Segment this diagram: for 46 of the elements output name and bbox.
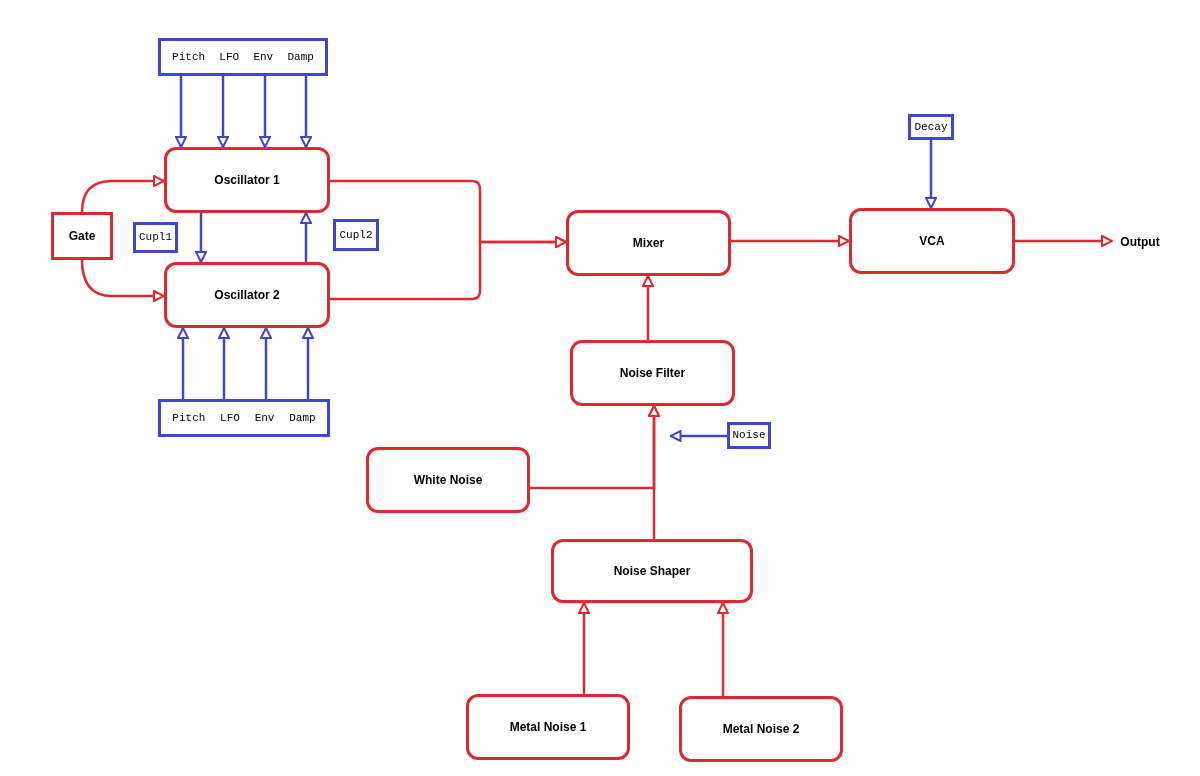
arrow bbox=[302, 327, 314, 399]
control-label: Damp bbox=[289, 410, 316, 426]
control-label: Pitch bbox=[172, 410, 206, 426]
block-box: Noise Shaper bbox=[551, 539, 753, 603]
control-label-box: Cupl2 bbox=[333, 219, 379, 251]
block-box: Oscillator 1 bbox=[164, 147, 330, 213]
block-box: Noise Filter bbox=[570, 340, 735, 406]
block-box: VCA bbox=[849, 208, 1015, 274]
arrow bbox=[175, 76, 187, 148]
arrow bbox=[669, 430, 727, 442]
arrow bbox=[1015, 235, 1113, 247]
arrow bbox=[259, 76, 271, 148]
block-box: Metal Noise 1 bbox=[466, 694, 630, 760]
arrow bbox=[648, 405, 660, 539]
arrow bbox=[195, 213, 207, 263]
arrow bbox=[80, 259, 165, 302]
arrow bbox=[177, 327, 189, 399]
control-label-box: Noise bbox=[727, 422, 771, 449]
control-box bbox=[158, 38, 328, 76]
arrow bbox=[717, 602, 729, 696]
block-box: Metal Noise 2 bbox=[679, 696, 843, 762]
control-label: Damp bbox=[287, 49, 314, 65]
control-label: LFO bbox=[220, 410, 240, 426]
arrow bbox=[578, 602, 590, 694]
control-label: LFO bbox=[219, 49, 240, 65]
block-box: Mixer bbox=[566, 210, 731, 276]
control-label-box: Cupl1 bbox=[133, 222, 178, 253]
arrow bbox=[218, 327, 230, 399]
arrow bbox=[925, 140, 937, 209]
control-label: Pitch bbox=[172, 49, 206, 65]
control-label-box: Decay bbox=[908, 114, 954, 140]
arrow bbox=[300, 212, 312, 262]
block-box: Gate bbox=[51, 212, 113, 260]
control-box bbox=[158, 399, 330, 437]
control-label: Env bbox=[253, 49, 274, 65]
arrow bbox=[330, 236, 567, 301]
output-label: Output bbox=[1112, 231, 1168, 253]
arrow bbox=[260, 327, 272, 399]
block-box: Oscillator 2 bbox=[164, 262, 330, 328]
arrow bbox=[217, 76, 229, 148]
arrow bbox=[300, 76, 312, 148]
arrow bbox=[731, 235, 850, 247]
arrow bbox=[80, 175, 165, 213]
block-box: White Noise bbox=[366, 447, 530, 513]
control-label: Env bbox=[254, 410, 275, 426]
arrow bbox=[642, 275, 654, 340]
